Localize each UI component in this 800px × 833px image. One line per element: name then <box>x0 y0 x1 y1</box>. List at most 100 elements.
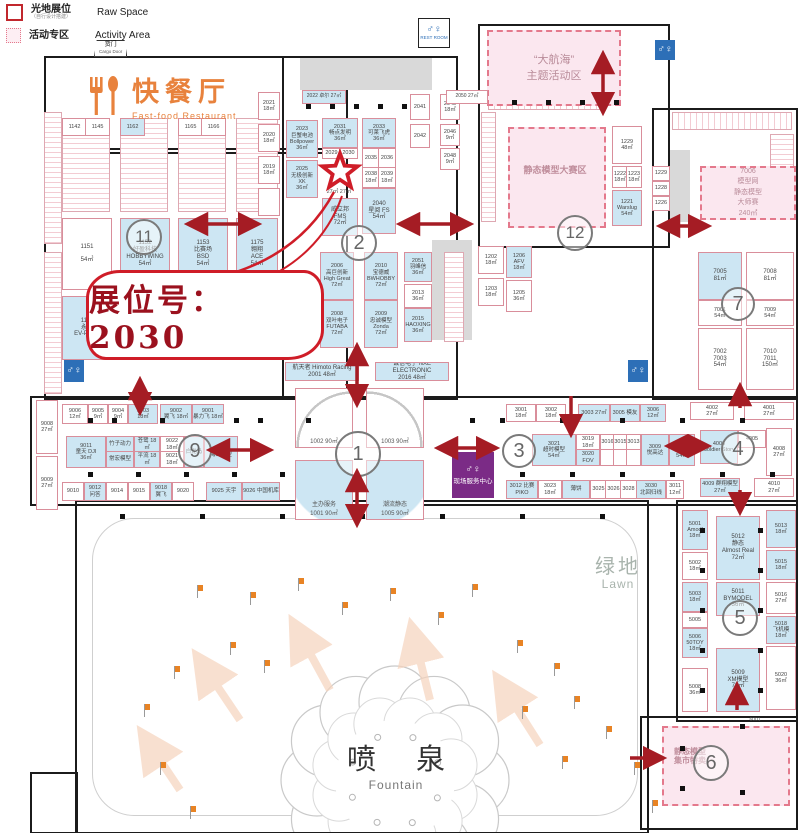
column-dot <box>306 104 311 109</box>
column-dot <box>620 418 625 423</box>
column-dot <box>234 418 239 423</box>
booth-9018: 9018 翼飞 <box>150 482 172 501</box>
booth-9004: 9004 9㎡ <box>108 404 128 424</box>
column-dot <box>740 418 745 423</box>
column-dot <box>120 514 125 519</box>
booth-1221: 1221 Warslug 54㎡ <box>612 190 642 226</box>
booth-3019: 3019 18㎡ <box>576 434 600 451</box>
booth-静态模型: 静态模型 集市特卖 <box>674 746 706 765</box>
column-dot <box>758 608 763 613</box>
column-dot <box>232 472 237 477</box>
booth-5020: 5020 36㎡ <box>766 646 796 710</box>
booth-1229: 1229 <box>652 166 670 181</box>
booth-1228: 1228 <box>652 181 670 196</box>
legend: 光地展位（自行设计搭建） Raw Space 活动专区 Activity Are… <box>6 4 150 50</box>
zone-number-1: 1 <box>335 431 381 477</box>
zone-number-9: 9 <box>178 434 212 468</box>
column-dot <box>440 514 445 519</box>
booth-2039: 2039 18㎡ <box>378 167 396 188</box>
zone-number-3: 3 <box>502 434 536 468</box>
small-booth-grid <box>672 112 792 130</box>
flag-marker-icon <box>296 578 304 591</box>
legend-raw-zh: 光地展位（自行设计搭建） <box>31 4 72 20</box>
column-dot <box>500 418 505 423</box>
booth-9001: 9001 暴力飞 18㎡ <box>192 404 224 424</box>
flag-marker-icon <box>572 696 580 709</box>
booth-3006: 3006 12㎡ <box>640 404 666 422</box>
booth-薄饼: 薄饼 <box>562 480 590 499</box>
booth-2033: 2033 可莱飞虎 36㎡ <box>362 118 396 148</box>
booth-平流: 平流 18㎡ <box>134 451 160 468</box>
booth-3012: 3012 比赛 PIKO <box>506 480 538 499</box>
booth-5003: 5003 18㎡ <box>682 582 708 612</box>
booth-4009: 4009 群翔模型 27㎡ <box>700 478 740 497</box>
column-dot <box>740 790 745 795</box>
column-dot <box>740 724 745 729</box>
column-dot <box>258 418 263 423</box>
flag-marker-icon <box>520 706 528 719</box>
booth-1203: 1203 18㎡ <box>478 278 504 306</box>
column-dot <box>88 418 93 423</box>
booth-9020: 9020 <box>172 482 194 501</box>
booth-1166: 1166 <box>201 118 226 136</box>
flag-marker-icon <box>262 660 270 673</box>
column-dot <box>700 688 705 693</box>
flag-marker-icon <box>188 806 196 819</box>
restroom-icon: ♂♀ <box>64 360 84 382</box>
column-dot <box>112 418 117 423</box>
column-dot <box>354 104 359 109</box>
booth-2008: 2008 双叶电子 FUTABA 72㎡ <box>320 300 354 348</box>
small-booth-grid <box>44 112 62 244</box>
flag-marker-icon <box>172 666 180 679</box>
booth-9011: 9011 童天 DJI 36㎡ <box>66 436 106 468</box>
structure-block <box>300 58 432 90</box>
column-dot <box>758 688 763 693</box>
flag-marker-icon <box>560 756 568 769</box>
restaurant-label: 快餐厅 Fast-food Restaurant <box>86 70 316 121</box>
booth-1226: 1226 <box>652 196 670 211</box>
booth-9010: 9010 <box>62 482 84 501</box>
booth-5002: 5002 18㎡ <box>682 552 708 580</box>
booth-9006: 9006 12㎡ <box>62 404 88 424</box>
zone-number-5: 5 <box>722 600 758 636</box>
booth-3003: 3003 27㎡ <box>578 404 610 422</box>
people-icon: ♂♀ <box>465 464 481 476</box>
booth-1162: 1162 <box>120 118 145 136</box>
hall-wall <box>30 772 78 833</box>
restroom-icon: ♂♀REST ROOM <box>418 18 450 48</box>
booth-1206: 1206 AFV 18㎡ <box>506 246 532 278</box>
flag-marker-icon <box>515 640 523 653</box>
column-dot <box>580 100 585 105</box>
booth-3028: 3028 <box>620 480 637 499</box>
booth <box>626 449 641 466</box>
legend-act-en: Activity Area <box>95 30 151 41</box>
booth-5001: 5001 Amodl 18㎡ <box>682 510 708 550</box>
booth-2041: 2041 <box>410 94 430 120</box>
booth-9002: 9002 翼飞 18㎡ <box>160 404 192 424</box>
lawn-label: 绿地 Lawn <box>595 556 641 591</box>
column-dot <box>700 568 705 573</box>
column-dot <box>88 472 93 477</box>
booth-7008: 7008 81㎡ <box>746 252 794 300</box>
booth-5006: 5006 50TOY 18㎡ <box>682 628 708 658</box>
flag-marker-icon <box>632 762 640 775</box>
zone-number-2: 2 <box>341 225 377 261</box>
booth-4002: 4002 27㎡ <box>690 402 734 420</box>
booth-3009: 3009 悦高达 <box>641 434 669 466</box>
booth-2010: 2010 宝德威 BWHOBBY 72㎡ <box>364 252 398 300</box>
booth-2036: 2036 <box>378 148 396 169</box>
column-dot <box>360 514 365 519</box>
booth-2051: 2051 羽峰信 36㎡ <box>404 252 432 282</box>
small-booth-grid <box>444 252 464 342</box>
booth-9014: 9014 <box>106 482 128 501</box>
booth-4008: 4008 27㎡ <box>766 428 792 476</box>
service-center-badge: ♂♀ 现场服务中心 <box>452 452 494 498</box>
booth-9025: 9025 天宇 <box>206 482 242 501</box>
booth-27㎡: 27㎡ 27㎡ <box>326 189 352 196</box>
column-dot <box>720 472 725 477</box>
booth-2021: 2021 18㎡ <box>258 92 280 120</box>
column-dot <box>680 786 685 791</box>
booth-7010: 7010 7011 150㎡ <box>746 328 794 390</box>
booth-1142: 1142 <box>62 118 87 136</box>
